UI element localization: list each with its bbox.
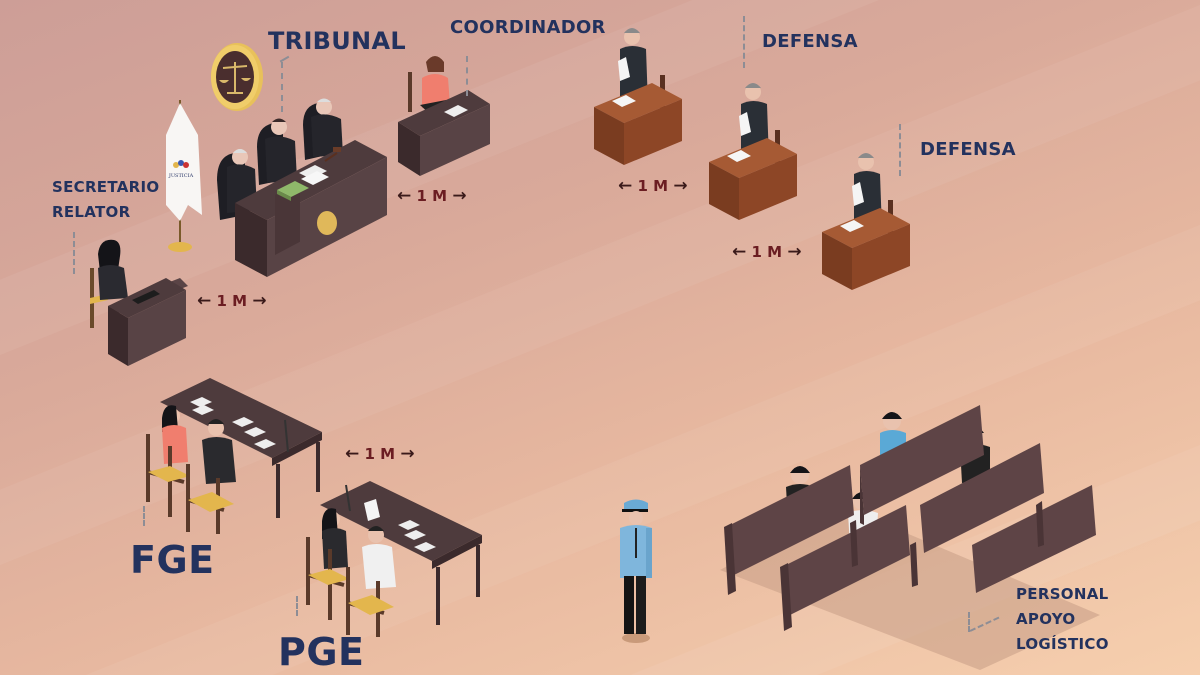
distance-marker-defensa-2-3: ← 1 M → — [732, 242, 802, 262]
arrow-right-icon: → — [252, 291, 267, 311]
label-personal-line3: LOGÍSTICO — [1016, 635, 1109, 653]
leader-line-defensa-2 — [899, 124, 901, 176]
label-defensa-1: DEFENSA — [762, 31, 858, 52]
label-secretario-relator: SECRETARIO RELATOR — [52, 175, 159, 225]
arrow-left-icon: ← — [618, 176, 633, 196]
label-fge: FGE — [130, 538, 215, 582]
arrow-right-icon: → — [400, 444, 415, 464]
distance-value: 1 M — [364, 445, 396, 463]
public-gallery-benches — [720, 405, 1100, 670]
label-personal-line1: PERSONAL — [1016, 585, 1109, 603]
leader-line-secretario — [73, 232, 75, 274]
distance-value: 1 M — [751, 243, 783, 261]
defense-desk-2 — [709, 83, 797, 220]
distance-marker-fge-pge: ← 1 M → — [345, 444, 415, 464]
flag-icon: JUSTICIA — [166, 100, 202, 252]
judge-figure — [217, 98, 343, 220]
leader-line-coordinador — [466, 56, 468, 96]
arrow-left-icon: ← — [732, 242, 747, 262]
label-pge: PGE — [278, 630, 365, 674]
security-guard-figure — [620, 499, 652, 643]
leader-line-defensa-1 — [743, 16, 745, 68]
leader-line-tribunal-tip — [279, 55, 291, 65]
label-coordinador: COORDINADOR — [450, 17, 606, 38]
arrow-left-icon: ← — [397, 186, 412, 206]
arrow-right-icon: → — [787, 242, 802, 262]
coordinator-desk — [398, 56, 490, 176]
defense-desk-3 — [822, 153, 910, 290]
leader-line-pge — [296, 596, 298, 616]
label-tribunal: TRIBUNAL — [268, 27, 406, 55]
label-defensa-2: DEFENSA — [920, 139, 1016, 160]
distance-marker-defensa-1-2: ← 1 M → — [618, 176, 688, 196]
arrow-left-icon: ← — [345, 444, 360, 464]
leader-line-personal — [968, 612, 970, 632]
judges-bench — [217, 98, 387, 277]
distance-marker-tribunal-coordinador: ← 1 M → — [397, 186, 467, 206]
scales-of-justice-emblem-icon — [211, 43, 263, 111]
distance-value: 1 M — [216, 292, 248, 310]
label-secretario-line2: RELATOR — [52, 203, 131, 221]
distance-value: 1 M — [416, 187, 448, 205]
distance-value: 1 M — [637, 177, 669, 195]
leader-line-tribunal — [281, 62, 283, 112]
leader-line-fge — [143, 506, 145, 526]
distance-marker-secretario-tribunal: ← 1 M → — [197, 291, 267, 311]
defense-desk-1 — [594, 28, 682, 165]
secretary-desk — [90, 239, 188, 366]
arrow-right-icon: → — [673, 176, 688, 196]
fge-table — [146, 378, 322, 534]
label-secretario-line1: SECRETARIO — [52, 178, 160, 196]
svg-text:JUSTICIA: JUSTICIA — [168, 173, 194, 179]
arrow-left-icon: ← — [197, 291, 212, 311]
pge-table — [306, 481, 482, 637]
label-personal-line2: APOYO — [1016, 610, 1076, 628]
label-personal-apoyo-logistico: PERSONAL APOYO LOGÍSTICO — [1016, 582, 1109, 657]
arrow-right-icon: → — [452, 186, 467, 206]
